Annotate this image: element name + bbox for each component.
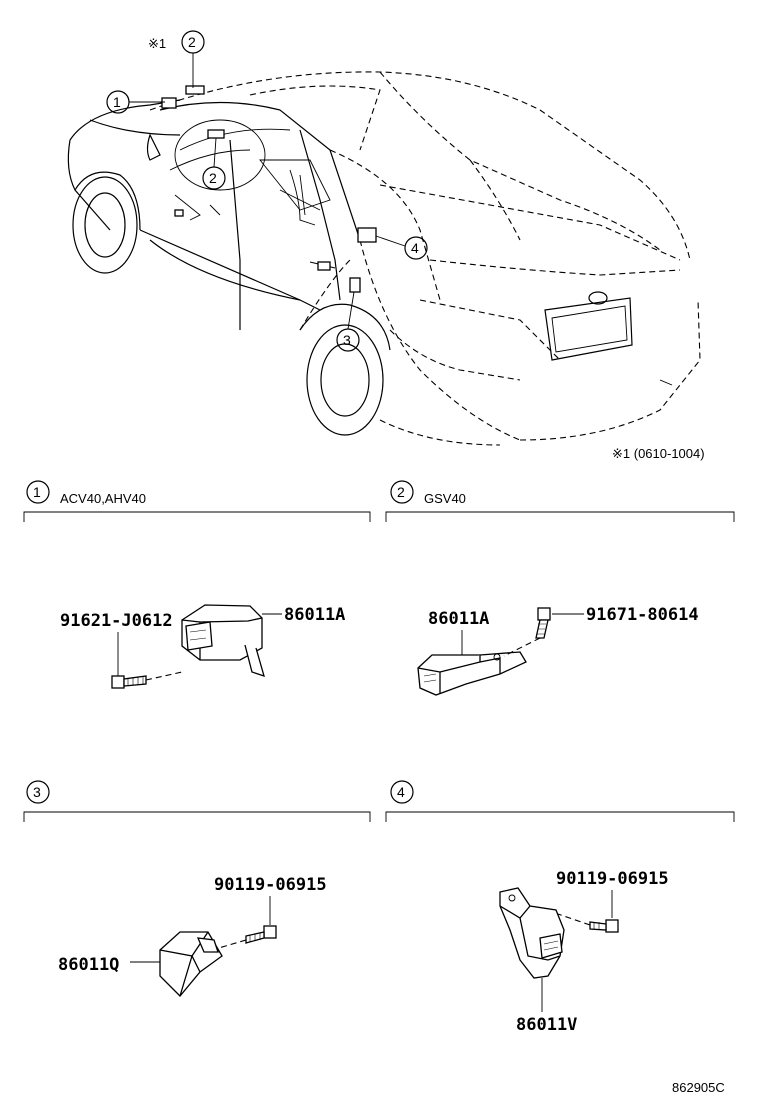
section-number: 4 (397, 784, 405, 800)
part-number: 86011Q (58, 955, 119, 975)
callout-circle (404, 236, 428, 260)
part-number: 91621-J0612 (60, 611, 173, 631)
part-number: 86011V (516, 1015, 577, 1035)
callout-number: 4 (411, 240, 419, 256)
section-2: 2 GSV40 86011A 91671-80614 (385, 480, 735, 696)
note-marker: ※1 (148, 36, 166, 51)
bolt-illustration (535, 607, 551, 639)
sensor-86011V-illustration (499, 887, 565, 979)
note-range: ※1 (0610-1004) (612, 446, 705, 461)
bolt-illustration (111, 675, 147, 689)
section-number-circle (390, 480, 414, 504)
part-number: 91671-80614 (586, 605, 699, 625)
section-number: 2 (397, 484, 405, 500)
part-number: 86011A (428, 609, 489, 629)
car-overview-illustration (67, 71, 701, 446)
part-number: 86011A (284, 605, 345, 625)
sensor-86011A-illustration (417, 651, 527, 696)
bolt-illustration (589, 919, 619, 933)
section-1: 1 ACV40,AHV40 86011A 91621-J0612 (23, 480, 371, 689)
section-4: 4 90119-06915 86011V (385, 780, 735, 1035)
overview-callouts: ※1 2 1 2 3 4 ※1 (0610-1004) (106, 30, 705, 461)
section-number: 3 (33, 784, 41, 800)
section-number-circle (390, 780, 414, 804)
callout-number: 1 (113, 94, 121, 110)
callout-number: 3 (343, 332, 351, 348)
section-3: 3 90119-06915 86011Q (23, 780, 371, 997)
bolt-illustration (245, 925, 277, 944)
section-model: GSV40 (424, 491, 466, 506)
sensor-86011Q-illustration (159, 931, 223, 997)
section-number-circle (26, 780, 50, 804)
callout-number: 2 (209, 170, 217, 186)
sensor-86011A-illustration (181, 604, 265, 678)
diagram-code: 862905C (672, 1080, 725, 1095)
part-number: 90119-06915 (214, 875, 327, 895)
callout-number: 2 (188, 34, 196, 50)
section-number-circle (26, 480, 50, 504)
section-number: 1 (33, 484, 41, 500)
part-number: 90119-06915 (556, 869, 669, 889)
section-model: ACV40,AHV40 (60, 491, 146, 506)
